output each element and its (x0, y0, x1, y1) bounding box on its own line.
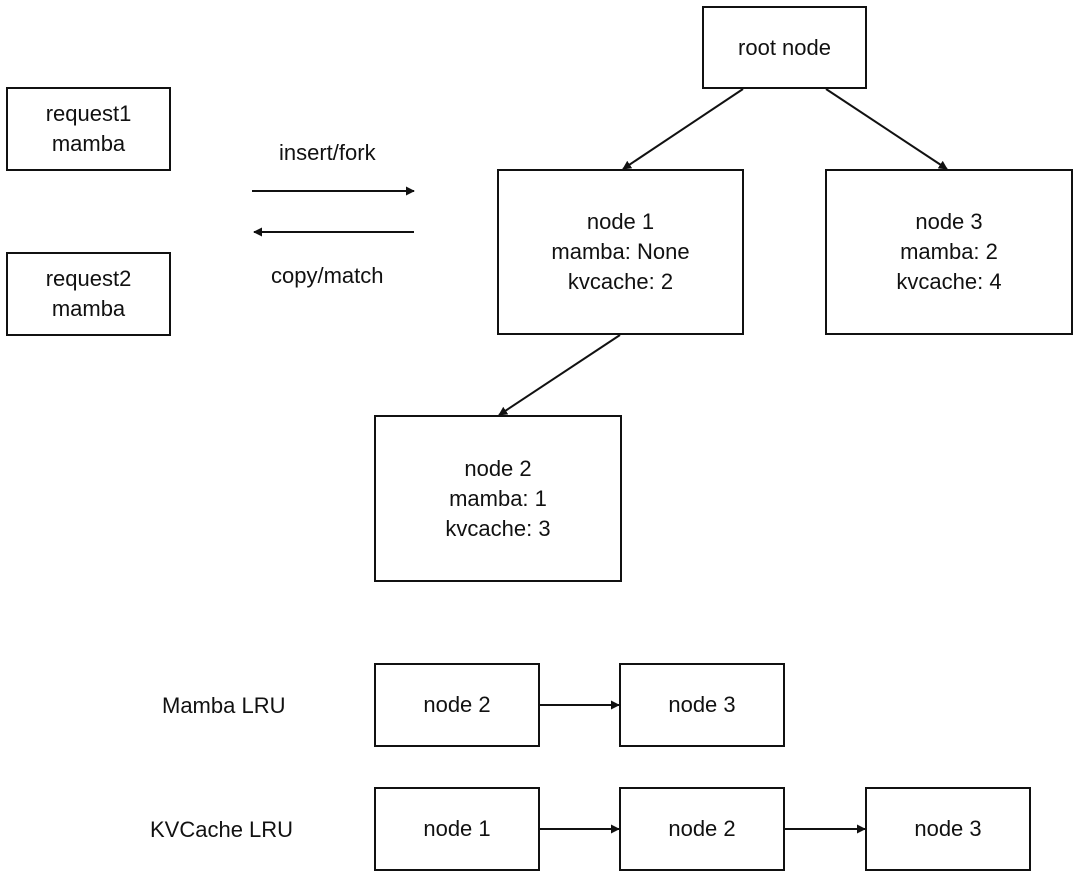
mamba-lru-item: node 3 (619, 663, 785, 747)
request2-line-2: mamba (51, 296, 126, 321)
tree-node1-box: node 1 mamba: None kvcache: 2 (497, 169, 744, 335)
tree-node3-kvcache: kvcache: 4 (896, 269, 1002, 294)
kvcache-lru-item-label: node 3 (914, 816, 982, 841)
tree-node1-mamba: mamba: None (551, 239, 690, 264)
request2-line-1: request2 (45, 266, 132, 291)
root-node-box: root node (702, 6, 867, 89)
root-node-label: root node (738, 34, 831, 60)
kvcache-lru-item-label: node 2 (668, 816, 736, 841)
mamba-lru-item-label: node 3 (668, 692, 736, 717)
tree-node1-kvcache: kvcache: 2 (567, 269, 674, 294)
kvcache-lru-item: node 3 (865, 787, 1031, 871)
request1-line-1: request1 (45, 101, 132, 126)
kvcache-lru-item: node 1 (374, 787, 540, 871)
insert-fork-label: insert/fork (279, 140, 376, 165)
tree-node2-mamba: mamba: 1 (449, 485, 547, 511)
copy-match-label: copy/match (271, 263, 384, 288)
tree-node3-box: node 3 mamba: 2 kvcache: 4 (825, 169, 1073, 335)
tree-node2-kvcache: kvcache: 3 (445, 515, 551, 541)
kvcache-lru-label: KVCache LRU (150, 817, 294, 842)
mamba-lru-item: node 2 (374, 663, 540, 747)
tree-node2-box: node 2 mamba: 1 kvcache: 3 (374, 415, 622, 582)
tree-node1-name: node 1 (586, 209, 655, 234)
edge-root-to-node1 (622, 88, 744, 170)
tree-node3-mamba: mamba: 2 (900, 239, 998, 264)
request1-line-2: mamba (51, 131, 126, 156)
edge-node1-to-node2 (498, 334, 621, 416)
request1-box: request1 mamba (6, 87, 171, 171)
edge-root-to-node3 (825, 88, 948, 170)
mamba-lru-item-label: node 2 (423, 692, 491, 717)
kvcache-lru-item: node 2 (619, 787, 785, 871)
request2-box: request2 mamba (6, 252, 171, 336)
mamba-lru-label: Mamba LRU (162, 693, 286, 718)
tree-node3-name: node 3 (915, 209, 983, 234)
kvcache-lru-item-label: node 1 (423, 816, 491, 841)
tree-node2-name: node 2 (464, 455, 532, 481)
